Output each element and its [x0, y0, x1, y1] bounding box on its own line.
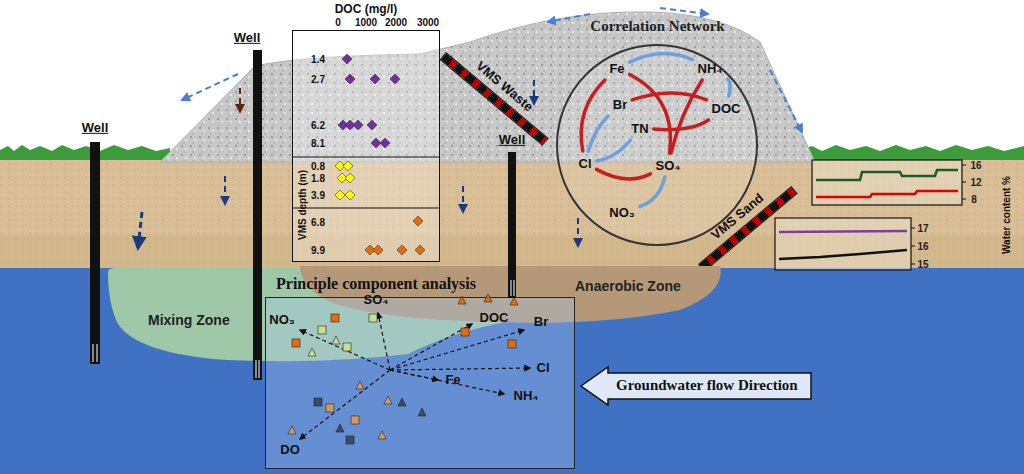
- water-content-charts: [775, 160, 966, 270]
- axis-value: 8: [971, 194, 977, 205]
- figure-part: [816, 191, 958, 197]
- variable-name: NH₄: [698, 62, 723, 77]
- axis-title: Water content %: [1001, 176, 1012, 254]
- axis-title: VMS depth (m): [297, 170, 308, 240]
- network-title: Correlation Network: [535, 18, 780, 35]
- well-label: Well: [82, 121, 109, 135]
- figure-part: [138, 212, 142, 248]
- axis-value: 2000: [385, 17, 407, 28]
- pca-variable: Br: [534, 315, 548, 329]
- well-label: Well: [234, 31, 261, 45]
- variable-name: NO₃: [609, 206, 635, 221]
- variable-name: Br: [613, 98, 627, 113]
- axis-value: 16: [970, 160, 981, 171]
- pca-variable: Cl: [537, 361, 550, 375]
- figure-part: [775, 218, 911, 270]
- axis-value: 2.7: [311, 74, 325, 85]
- figure-part: [911, 165, 966, 264]
- axis-value: 1.4: [311, 54, 325, 65]
- grass: [800, 145, 1024, 160]
- chart-title: DOC (mg/l): [293, 3, 439, 17]
- pca-variable: Fe: [445, 373, 460, 387]
- figure-part: [770, 70, 802, 132]
- figure-part: [816, 170, 958, 180]
- network-node: TN: [629, 119, 650, 137]
- groundwater: [0, 268, 1024, 474]
- pca-panel: Principle component analysis: [265, 297, 575, 469]
- pca-variable: DOC: [480, 311, 509, 325]
- axis-value: 1.8: [311, 173, 325, 184]
- figure-part: [548, 14, 590, 22]
- sand-layer: [0, 155, 1024, 270]
- axis-value: 0.8: [311, 161, 325, 172]
- axis-value: 3.9: [311, 190, 325, 201]
- pca-variable: NH₄: [514, 389, 539, 403]
- variable-name: TN: [631, 122, 648, 137]
- panel-title: Principle component analysis: [276, 275, 476, 293]
- axis-value: 6.8: [311, 217, 325, 228]
- axis-value: 12: [970, 177, 981, 188]
- network-node: SO₄: [654, 156, 683, 174]
- network-node: Cl: [577, 154, 594, 172]
- figure-part: [533, 80, 535, 104]
- figure-part: [911, 165, 966, 264]
- variable-name: SO₄: [656, 159, 681, 174]
- figure-part: [239, 88, 241, 112]
- network-node: Fe: [607, 59, 626, 77]
- flow-direction-arrow: Groundwater flow Direction: [580, 366, 812, 406]
- well-label: Well: [499, 133, 526, 147]
- network-node: NH₄: [696, 59, 725, 77]
- figure-part: [462, 186, 464, 212]
- axis-value: 3000: [417, 17, 439, 28]
- figure-part: [224, 176, 226, 204]
- pca-variable: NO₃: [269, 313, 295, 327]
- sand-lower: [0, 235, 1024, 270]
- figure-part: [812, 160, 962, 205]
- grass: [0, 145, 170, 160]
- zone-label: Anaerobic Zone: [575, 278, 681, 294]
- axis-value: 8.1: [311, 138, 325, 149]
- figure-part: [779, 250, 907, 259]
- axis-value: 17: [917, 223, 928, 234]
- variable-name: DOC: [712, 102, 741, 117]
- figure-part: [577, 218, 579, 246]
- variable-name: Cl: [579, 157, 592, 172]
- network-node: NO₃: [607, 203, 637, 221]
- arrow-outline: [581, 367, 811, 405]
- arrow-label: Groundwater flow Direction: [616, 377, 798, 394]
- axis-value: 9.9: [311, 245, 325, 256]
- axis-value: 15: [917, 259, 928, 270]
- network-node: DOC: [710, 99, 743, 117]
- axis-value: 0: [335, 17, 341, 28]
- network-node: Br: [611, 95, 629, 113]
- flow-arrows: [138, 8, 802, 248]
- axis-value: 1000: [355, 17, 377, 28]
- zone-label: Mixing Zone: [148, 312, 230, 328]
- axis-value: 16: [917, 241, 928, 252]
- pca-variable: SO₄: [364, 293, 389, 307]
- figure-part: [182, 74, 238, 100]
- figure-part: [779, 231, 907, 232]
- figure-part: [660, 8, 708, 14]
- variable-name: Fe: [609, 62, 624, 77]
- axis-value: 6.2: [311, 120, 325, 131]
- pca-variable: DO: [280, 443, 300, 457]
- figure-part: [90, 142, 100, 364]
